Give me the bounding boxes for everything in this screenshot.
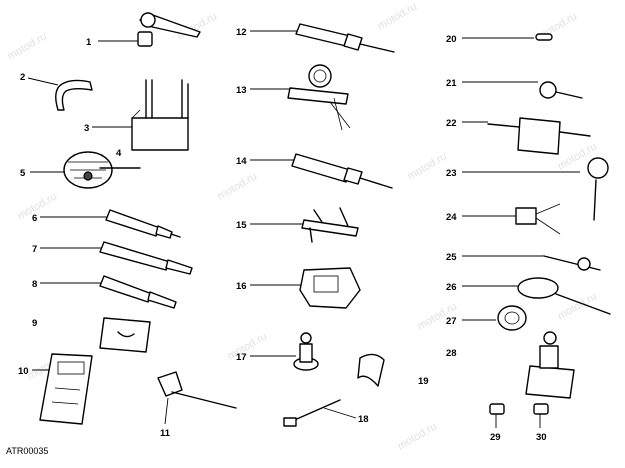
label-13: 13: [236, 85, 247, 96]
tool-23-dial-gauge: [462, 157, 609, 221]
watermark: motod.ru: [406, 150, 450, 182]
tool-5-degree-wheel: [30, 151, 141, 189]
label-3: 3: [84, 123, 89, 134]
tool-24-probe: [462, 203, 561, 235]
tool-30-bolt: [533, 403, 549, 428]
tool-12-sleeve-puller: [250, 23, 395, 53]
tool-16-meter: [250, 267, 361, 309]
tool-28-compressor: [525, 331, 575, 399]
label-4: 4: [116, 148, 122, 159]
watermark: motod.ru: [556, 290, 600, 322]
tool-19-clip: [357, 353, 385, 387]
label-28: 28: [446, 348, 457, 359]
label-7: 7: [32, 244, 37, 255]
label-12: 12: [236, 27, 247, 38]
label-5: 5: [20, 168, 26, 179]
watermark: motod.ru: [396, 420, 440, 452]
label-23: 23: [446, 168, 457, 179]
tool-18-extension: [283, 399, 357, 427]
label-20: 20: [446, 34, 457, 45]
label-24: 24: [446, 212, 457, 223]
label-21: 21: [446, 78, 457, 89]
tool-11-t-wrench: [157, 371, 237, 425]
label-22: 22: [446, 118, 457, 129]
tool-8-drift: [40, 275, 177, 309]
tool-29-bolt: [489, 403, 505, 428]
tool-1-socket-wrench: [98, 12, 201, 47]
tool-26-ring-spanner: [462, 277, 611, 315]
watermark: motod.ru: [6, 30, 50, 62]
tool-25-rod: [462, 255, 601, 271]
label-10: 10: [18, 366, 29, 377]
label-17: 17: [236, 352, 247, 363]
tool-27-sleeve: [462, 305, 527, 331]
watermark: motod.ru: [376, 0, 420, 32]
label-30: 30: [536, 432, 547, 443]
tool-20-pin: [462, 33, 553, 41]
label-25: 25: [446, 252, 457, 263]
tool-22-holder: [462, 117, 591, 155]
label-9: 9: [32, 318, 37, 329]
label-19: 19: [418, 376, 429, 387]
label-26: 26: [446, 282, 457, 293]
tool-14-puller: [250, 153, 393, 189]
tool-3-fixture-plate: [92, 79, 189, 151]
tool-15-bracket: [250, 207, 359, 243]
label-27: 27: [446, 316, 457, 327]
label-1: 1: [86, 37, 92, 48]
tool-9-shim-plate: [99, 317, 151, 353]
tool-6-punch: [40, 209, 181, 239]
label-11: 11: [160, 428, 171, 439]
label-6: 6: [32, 213, 37, 224]
label-8: 8: [32, 279, 37, 290]
watermark: motod.ru: [216, 170, 260, 202]
tool-13-dial-gauge-bracket: [250, 64, 351, 131]
tool-10-electronic-tester: [32, 353, 93, 425]
label-2: 2: [20, 72, 25, 83]
reference-numbers: 1 2 3 4 5 6 7 8 9 10 11 12 13 14 15 16 1…: [18, 27, 547, 443]
tool-2-hook: [27, 77, 93, 111]
label-14: 14: [236, 156, 247, 167]
figure-code: ATR00035: [6, 446, 48, 456]
tool-21-adjuster: [462, 81, 583, 99]
label-15: 15: [236, 220, 247, 231]
label-29: 29: [490, 432, 501, 443]
tool-17-adapter: [250, 332, 319, 371]
watermark: motod.ru: [16, 190, 60, 222]
label-18: 18: [358, 414, 369, 425]
watermark: motod.ru: [226, 330, 270, 362]
label-16: 16: [236, 281, 247, 292]
tool-7-long-punch: [40, 241, 193, 275]
